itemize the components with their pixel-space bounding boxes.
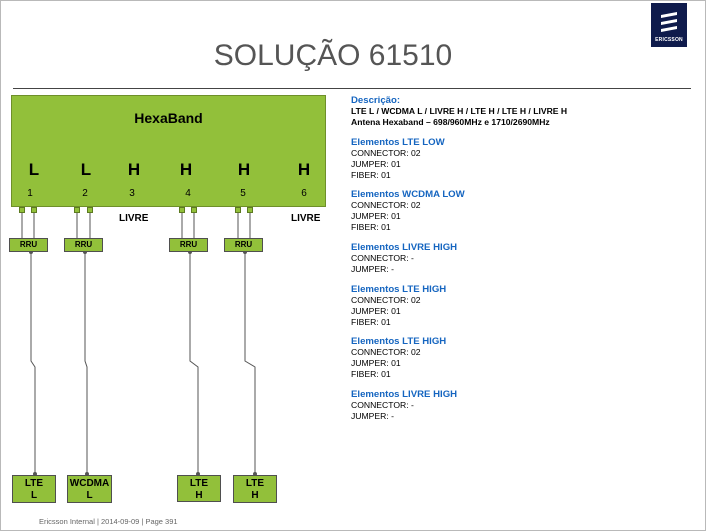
port-number-6: 6 bbox=[301, 188, 307, 199]
elements-block-6: Elementos LIVRE HIGH CONNECTOR: - JUMPER… bbox=[351, 389, 457, 422]
elements-block-3: Elementos LIVRE HIGH CONNECTOR: - JUMPER… bbox=[351, 242, 457, 275]
antenna-label: HexaBand bbox=[134, 110, 203, 126]
description-line: LTE L / WCDMA L / LIVRE H / LTE H / LTE … bbox=[351, 106, 568, 116]
elements-line: JUMPER: 01 bbox=[351, 306, 401, 316]
elements-block-1: Elementos LTE LOW CONNECTOR: 02 JUMPER: … bbox=[351, 137, 445, 181]
port-letter-3: H bbox=[127, 160, 141, 179]
system-lte-low: LTE L bbox=[12, 475, 56, 503]
antenna-connector bbox=[31, 207, 37, 213]
elements-line: FIBER: 01 bbox=[351, 317, 391, 327]
ericsson-logo: ERICSSON bbox=[651, 3, 687, 47]
logo-text: ERICSSON bbox=[655, 37, 683, 43]
elements-heading: Elementos LTE LOW bbox=[351, 137, 445, 148]
port-letter-1: L bbox=[28, 160, 40, 179]
rru-1: RRU bbox=[9, 238, 48, 252]
elements-line: CONNECTOR: - bbox=[351, 253, 414, 263]
antenna-connector bbox=[19, 207, 25, 213]
elements-line: CONNECTOR: 02 bbox=[351, 200, 421, 210]
description-block: Descrição: LTE L / WCDMA L / LIVRE H / L… bbox=[351, 95, 567, 128]
elements-block-5: Elementos LTE HIGH CONNECTOR: 02 JUMPER:… bbox=[351, 336, 446, 380]
port-number-1: 1 bbox=[27, 188, 33, 199]
port-letter-4: H bbox=[179, 160, 193, 179]
antenna-connector bbox=[247, 207, 253, 213]
elements-line: CONNECTOR: - bbox=[351, 400, 414, 410]
ericsson-logo-icon bbox=[661, 12, 677, 32]
elements-heading: Elementos LTE HIGH bbox=[351, 284, 447, 295]
port-number-2: 2 bbox=[82, 188, 88, 199]
description-heading: Descrição: bbox=[351, 95, 401, 106]
elements-line: FIBER: 01 bbox=[351, 369, 391, 379]
antenna-connector bbox=[87, 207, 93, 213]
rru-2: RRU bbox=[64, 238, 103, 252]
antenna-connector bbox=[179, 207, 185, 213]
page-title: SOLUÇÃO 61510 bbox=[213, 39, 453, 72]
system-line2: L bbox=[86, 490, 93, 501]
system-line1: LTE bbox=[189, 478, 209, 489]
elements-line: JUMPER: - bbox=[351, 264, 394, 274]
system-line1: LTE bbox=[245, 478, 265, 489]
elements-block-4: Elementos LTE HIGH CONNECTOR: 02 JUMPER:… bbox=[351, 284, 446, 328]
free-port-label-6: LIVRE bbox=[291, 213, 321, 224]
footer: Ericsson Internal | 2014-09-09 | Page 39… bbox=[39, 517, 178, 526]
port-number-3: 3 bbox=[129, 188, 135, 199]
elements-line: CONNECTOR: 02 bbox=[351, 148, 421, 158]
rru-4: RRU bbox=[224, 238, 263, 252]
elements-line: CONNECTOR: 02 bbox=[351, 347, 421, 357]
hexaband-antenna: HexaBand L L H H H H 1 2 3 4 5 6 bbox=[11, 95, 326, 207]
elements-block-2: Elementos WCDMA LOW CONNECTOR: 02 JUMPER… bbox=[351, 189, 465, 233]
system-line2: L bbox=[30, 490, 38, 501]
elements-heading: Elementos LIVRE HIGH bbox=[351, 242, 458, 253]
port-letter-2: L bbox=[80, 160, 92, 179]
title-divider bbox=[13, 88, 691, 89]
system-lte-high-1: LTE H bbox=[177, 475, 221, 502]
elements-heading: Elementos LIVRE HIGH bbox=[351, 389, 458, 400]
antenna-connector bbox=[235, 207, 241, 213]
elements-line: JUMPER: 01 bbox=[351, 211, 401, 221]
port-number-4: 4 bbox=[185, 188, 191, 199]
elements-heading: Elementos WCDMA LOW bbox=[351, 189, 465, 200]
port-letter-6: H bbox=[297, 160, 311, 179]
rru-3: RRU bbox=[169, 238, 208, 252]
port-letter-5: H bbox=[237, 160, 251, 179]
antenna-connector bbox=[191, 207, 197, 213]
elements-line: FIBER: 01 bbox=[351, 170, 391, 180]
antenna-connector bbox=[74, 207, 80, 213]
elements-line: JUMPER: 01 bbox=[351, 358, 401, 368]
elements-line: JUMPER: 01 bbox=[351, 159, 401, 169]
system-lte-high-2: LTE H bbox=[233, 475, 277, 503]
port-number-5: 5 bbox=[240, 188, 246, 199]
system-line1: LTE bbox=[24, 478, 44, 489]
elements-heading: Elementos LTE HIGH bbox=[351, 336, 447, 347]
system-line2: H bbox=[251, 490, 259, 501]
system-line1: WCDMA bbox=[69, 478, 110, 489]
elements-line: FIBER: 01 bbox=[351, 222, 391, 232]
elements-line: JUMPER: - bbox=[351, 411, 394, 421]
description-line: Antena Hexaband – 698/960MHz e 1710/2690… bbox=[351, 117, 550, 127]
elements-line: CONNECTOR: 02 bbox=[351, 295, 421, 305]
system-wcdma-low: WCDMA L bbox=[67, 475, 112, 503]
free-port-label-3: LIVRE bbox=[119, 213, 149, 224]
system-line2: H bbox=[195, 490, 203, 501]
